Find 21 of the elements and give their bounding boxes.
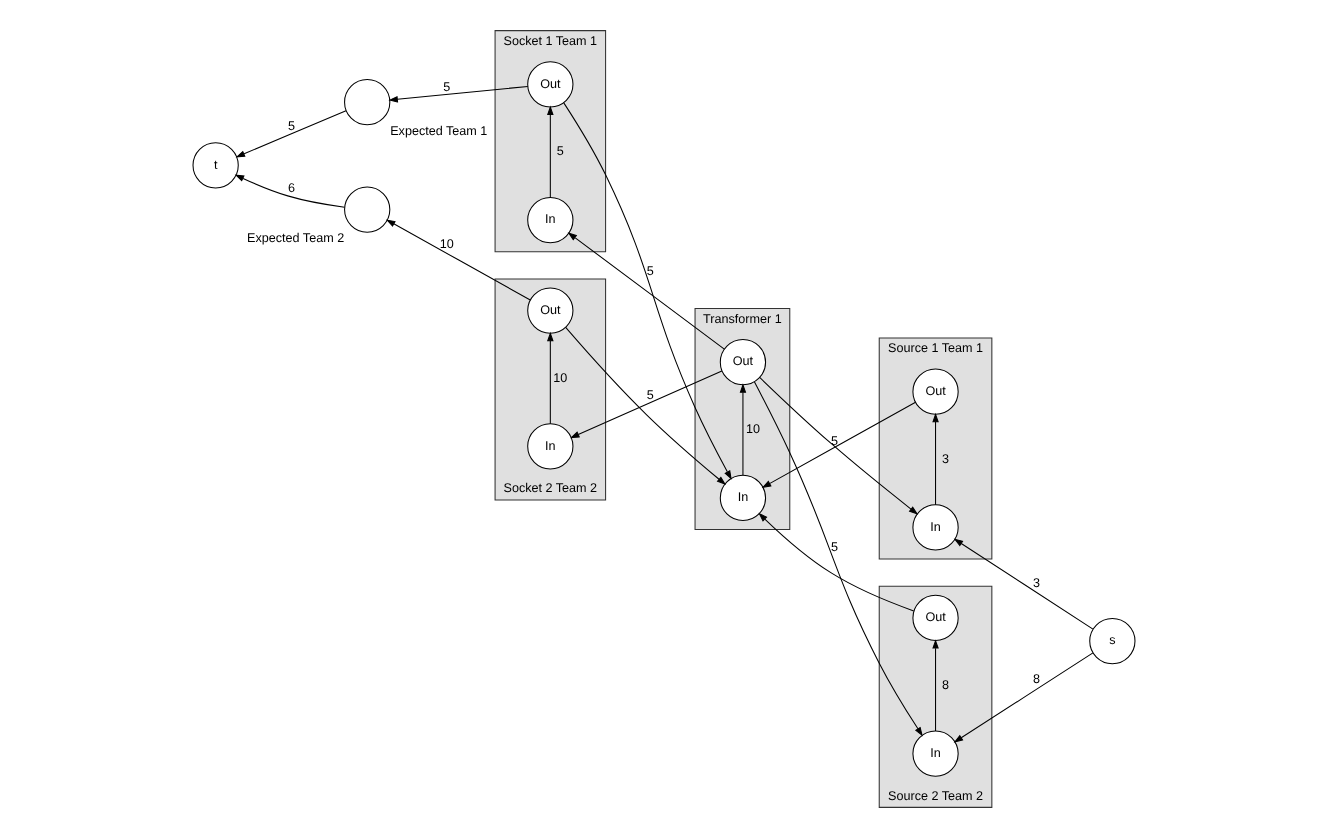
arrow — [387, 84, 528, 102]
arrow — [752, 380, 922, 736]
arrow — [233, 173, 345, 207]
arrow — [738, 382, 746, 475]
arrow — [931, 411, 938, 505]
arrow — [760, 400, 916, 487]
arrow — [562, 101, 731, 479]
arrow — [566, 231, 724, 349]
arrow — [568, 369, 722, 438]
arrow — [384, 218, 530, 300]
node-circle — [343, 78, 390, 125]
arrow — [546, 330, 553, 424]
arrow — [757, 511, 914, 611]
arrow — [546, 104, 553, 197]
arrow — [952, 537, 1093, 629]
arrow — [758, 375, 918, 514]
arrow — [564, 325, 726, 485]
arrow — [952, 651, 1093, 742]
arrow — [931, 638, 938, 731]
node-circle — [343, 185, 390, 232]
arrow — [234, 109, 346, 157]
